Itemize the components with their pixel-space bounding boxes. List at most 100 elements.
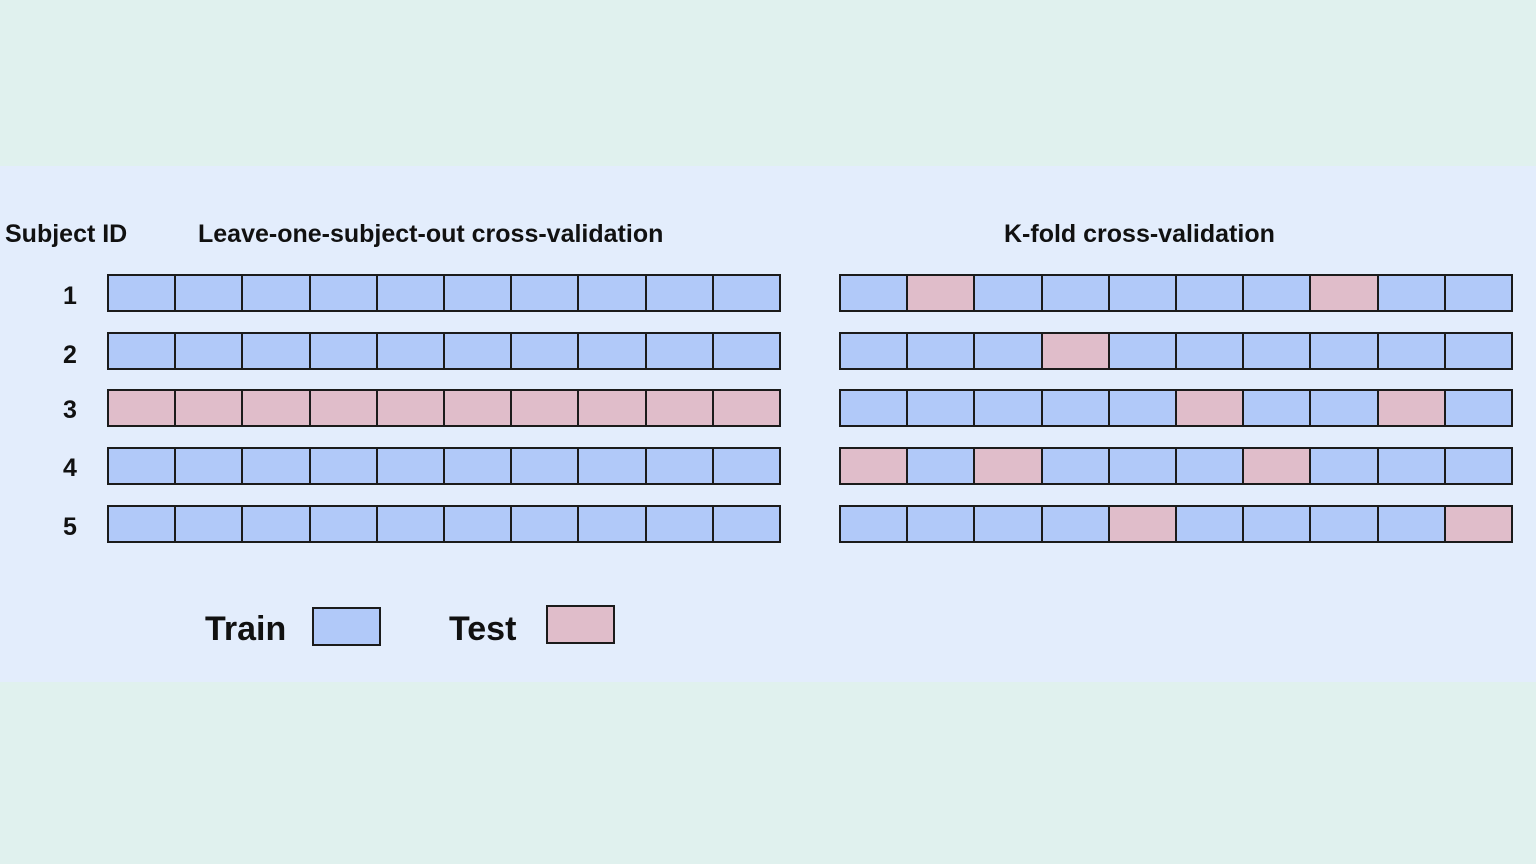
kfold-fold-cell-train bbox=[1175, 447, 1245, 485]
loso-row-1 bbox=[107, 274, 782, 312]
kfold-row-3 bbox=[839, 389, 1514, 427]
subject-id-label: 5 bbox=[63, 513, 77, 541]
loso-fold-cell-train bbox=[241, 505, 311, 543]
kfold-fold-cell-train bbox=[1107, 389, 1178, 427]
kfold-fold-cell-train bbox=[1376, 274, 1446, 312]
loso-fold-cell-test bbox=[644, 389, 714, 427]
kfold-row-1 bbox=[839, 274, 1514, 312]
loso-fold-cell-train bbox=[644, 447, 714, 485]
loso-fold-cell-train bbox=[711, 274, 782, 312]
loso-fold-cell-train bbox=[510, 332, 580, 370]
loso-fold-cell-train bbox=[308, 505, 378, 543]
kfold-fold-cell-train bbox=[1242, 505, 1312, 543]
loso-fold-cell-train bbox=[375, 274, 446, 312]
kfold-fold-cell-train bbox=[839, 274, 909, 312]
legend-train-label: Train bbox=[205, 610, 287, 648]
kfold-fold-cell-train bbox=[973, 274, 1043, 312]
cross-validation-diagram: Subject ID Leave-one-subject-out cross-v… bbox=[0, 166, 1536, 682]
kfold-fold-cell-train bbox=[1309, 447, 1379, 485]
loso-fold-cell-train bbox=[577, 332, 647, 370]
loso-fold-cell-train bbox=[510, 505, 580, 543]
kfold-fold-cell-train bbox=[1309, 332, 1379, 370]
kfold-fold-cell-train bbox=[1242, 332, 1312, 370]
loso-fold-cell-train bbox=[443, 332, 513, 370]
kfold-fold-cell-train bbox=[1443, 447, 1514, 485]
kfold-fold-cell-test bbox=[1107, 505, 1178, 543]
kfold-fold-cell-train bbox=[973, 389, 1043, 427]
loso-title: Leave-one-subject-out cross-validation bbox=[198, 220, 664, 248]
kfold-fold-cell-train bbox=[906, 389, 976, 427]
loso-fold-cell-test bbox=[241, 389, 311, 427]
kfold-fold-cell-train bbox=[1175, 505, 1245, 543]
loso-fold-cell-test bbox=[107, 389, 177, 427]
kfold-fold-cell-train bbox=[1107, 274, 1178, 312]
kfold-fold-cell-test bbox=[906, 274, 976, 312]
loso-fold-cell-test bbox=[375, 389, 446, 427]
subject-id-label: 3 bbox=[63, 396, 77, 424]
kfold-fold-cell-test bbox=[1175, 389, 1245, 427]
kfold-fold-cell-train bbox=[1309, 389, 1379, 427]
loso-fold-cell-train bbox=[577, 274, 647, 312]
kfold-row-2 bbox=[839, 332, 1514, 370]
loso-fold-cell-train bbox=[107, 274, 177, 312]
loso-fold-cell-train bbox=[107, 332, 177, 370]
loso-row-4 bbox=[107, 447, 782, 485]
loso-fold-cell-train bbox=[510, 447, 580, 485]
subject-id-label: 1 bbox=[63, 282, 77, 310]
legend-test-swatch bbox=[546, 605, 615, 644]
loso-fold-cell-test bbox=[308, 389, 378, 427]
loso-fold-cell-test bbox=[174, 389, 244, 427]
kfold-row-5 bbox=[839, 505, 1514, 543]
loso-fold-cell-test bbox=[711, 389, 782, 427]
loso-fold-cell-train bbox=[711, 447, 782, 485]
kfold-fold-cell-test bbox=[1376, 389, 1446, 427]
loso-fold-cell-train bbox=[443, 447, 513, 485]
loso-row-5 bbox=[107, 505, 782, 543]
kfold-fold-cell-test bbox=[1040, 332, 1110, 370]
loso-fold-cell-train bbox=[375, 505, 446, 543]
loso-fold-cell-train bbox=[107, 505, 177, 543]
kfold-fold-cell-train bbox=[1242, 274, 1312, 312]
kfold-fold-cell-train bbox=[1107, 447, 1178, 485]
kfold-fold-cell-test bbox=[1309, 274, 1379, 312]
kfold-fold-cell-train bbox=[1040, 505, 1110, 543]
kfold-fold-cell-train bbox=[1242, 389, 1312, 427]
kfold-fold-cell-train bbox=[1175, 332, 1245, 370]
loso-fold-cell-train bbox=[711, 505, 782, 543]
kfold-fold-cell-train bbox=[1443, 274, 1514, 312]
loso-row-2 bbox=[107, 332, 782, 370]
loso-fold-cell-train bbox=[577, 447, 647, 485]
kfold-fold-cell-train bbox=[1040, 274, 1110, 312]
kfold-fold-cell-train bbox=[839, 389, 909, 427]
loso-fold-cell-test bbox=[577, 389, 647, 427]
kfold-fold-cell-train bbox=[1040, 447, 1110, 485]
loso-fold-cell-test bbox=[510, 389, 580, 427]
kfold-fold-cell-train bbox=[1107, 332, 1178, 370]
loso-fold-cell-train bbox=[375, 447, 446, 485]
loso-fold-cell-train bbox=[644, 505, 714, 543]
loso-fold-cell-train bbox=[241, 274, 311, 312]
kfold-fold-cell-train bbox=[1376, 447, 1446, 485]
loso-fold-cell-train bbox=[443, 505, 513, 543]
loso-fold-cell-train bbox=[241, 447, 311, 485]
kfold-fold-cell-test bbox=[973, 447, 1043, 485]
loso-fold-cell-train bbox=[644, 332, 714, 370]
subject-id-label: 2 bbox=[63, 341, 77, 369]
kfold-fold-cell-train bbox=[1040, 389, 1110, 427]
kfold-fold-cell-train bbox=[1443, 389, 1514, 427]
loso-fold-cell-train bbox=[577, 505, 647, 543]
kfold-fold-cell-train bbox=[906, 505, 976, 543]
loso-row-3 bbox=[107, 389, 782, 427]
kfold-fold-cell-train bbox=[1309, 505, 1379, 543]
loso-fold-cell-train bbox=[174, 447, 244, 485]
kfold-fold-cell-train bbox=[1376, 332, 1446, 370]
loso-fold-cell-train bbox=[443, 274, 513, 312]
loso-fold-cell-train bbox=[308, 332, 378, 370]
loso-fold-cell-train bbox=[308, 447, 378, 485]
kfold-fold-cell-test bbox=[839, 447, 909, 485]
kfold-fold-cell-train bbox=[1376, 505, 1446, 543]
kfold-fold-cell-train bbox=[839, 332, 909, 370]
kfold-fold-cell-train bbox=[839, 505, 909, 543]
loso-fold-cell-train bbox=[510, 274, 580, 312]
loso-fold-cell-train bbox=[174, 274, 244, 312]
